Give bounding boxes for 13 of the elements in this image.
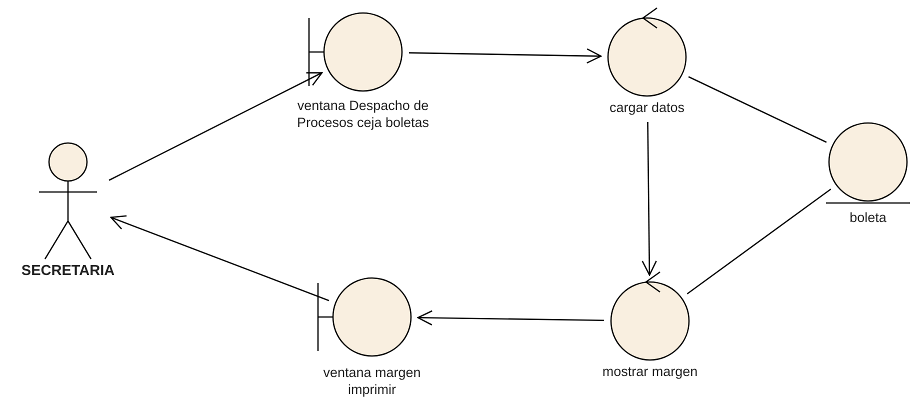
node-label: cargar datos (608, 99, 686, 116)
arrow (642, 122, 657, 276)
node-label: ventana Despacho de Procesos ceja boletas (296, 97, 430, 131)
arrow (110, 215, 330, 302)
node-label: SECRETARIA (20, 263, 116, 280)
arrow (417, 310, 604, 326)
node-label: boleta (848, 209, 888, 226)
node-label: mostrar margen (601, 363, 699, 380)
arrow (108, 72, 323, 181)
connector-line (688, 76, 827, 143)
node-label: ventana margen imprimir (322, 364, 422, 398)
connector-line (686, 188, 832, 294)
arrow (408, 48, 602, 64)
